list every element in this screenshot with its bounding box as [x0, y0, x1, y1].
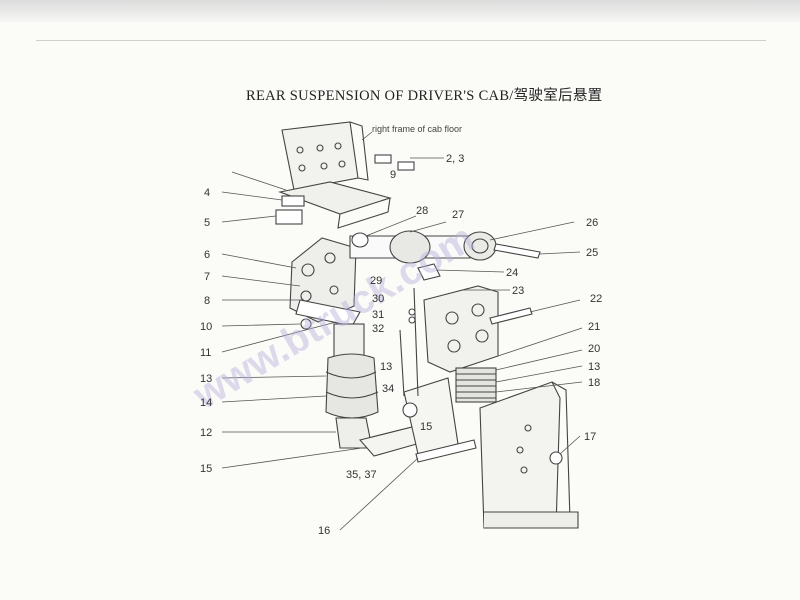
callout-11: 11 — [200, 347, 211, 359]
bolt-2-3 — [374, 154, 392, 164]
callout-2-3: 2, 3 — [446, 153, 464, 165]
callout-18: 18 — [588, 377, 600, 389]
mechanical-parts — [275, 121, 579, 529]
callout-26: 26 — [586, 217, 598, 229]
callout-34: 34 — [382, 383, 394, 395]
bolt-16 — [415, 439, 477, 463]
callout-16: 16 — [318, 525, 330, 537]
callout-29: 29 — [370, 275, 382, 287]
callout-30: 30 — [372, 293, 384, 305]
bolt-22 — [489, 307, 533, 325]
leader-lines — [221, 131, 583, 531]
part-4 — [281, 195, 305, 207]
callout-22: 22 — [590, 293, 602, 305]
nut-17 — [549, 451, 563, 465]
callout-13a: 13 — [200, 373, 212, 385]
diagram-title: REAR SUSPENSION OF DRIVER'S CAB/驾驶室后悬置 — [246, 88, 603, 104]
callout-4: 4 — [204, 187, 210, 199]
callout-frame: right frame of cab floor — [372, 124, 462, 134]
callout-27: 27 — [452, 209, 464, 221]
callout-labels: right frame of cab floor 2, 3 4 5 6 7 8 … — [200, 124, 602, 537]
callout-9: 9 — [390, 169, 396, 181]
page-border-line — [36, 40, 766, 41]
support-plate-21 — [423, 285, 499, 373]
callout-14: 14 — [200, 397, 212, 409]
callout-12: 12 — [200, 427, 212, 439]
callout-24: 24 — [506, 267, 518, 279]
page-top-edge — [0, 0, 800, 22]
callout-32: 32 — [372, 323, 384, 335]
bushing-27 — [389, 230, 431, 264]
nut-24 — [417, 263, 441, 281]
callout-8: 8 — [204, 295, 210, 307]
callout-10: 10 — [200, 321, 212, 333]
washer-10 — [300, 318, 312, 330]
callout-35-37: 35, 37 — [346, 469, 377, 481]
callout-28: 28 — [416, 205, 428, 217]
callout-15a: 15 — [200, 463, 212, 475]
callout-20: 20 — [588, 343, 600, 355]
cab-floor-bracket — [281, 121, 359, 191]
callout-31: 31 — [372, 309, 384, 321]
part-5 — [275, 209, 303, 225]
callout-17: 17 — [584, 431, 596, 443]
spring-stack — [455, 367, 497, 403]
callout-7: 7 — [204, 271, 210, 283]
callout-13c: 13 — [380, 361, 392, 373]
rod-30 — [413, 287, 419, 397]
callout-13b: 13 — [588, 361, 600, 373]
callout-23: 23 — [512, 285, 524, 297]
shock-absorber — [325, 323, 379, 449]
callout-15b: 15 — [420, 421, 432, 433]
callout-6: 6 — [204, 249, 210, 261]
bolt-25 — [493, 243, 541, 259]
callout-5: 5 — [204, 217, 210, 229]
callout-25: 25 — [586, 247, 598, 259]
callout-21: 21 — [588, 321, 600, 333]
vertical-bracket — [479, 381, 561, 529]
